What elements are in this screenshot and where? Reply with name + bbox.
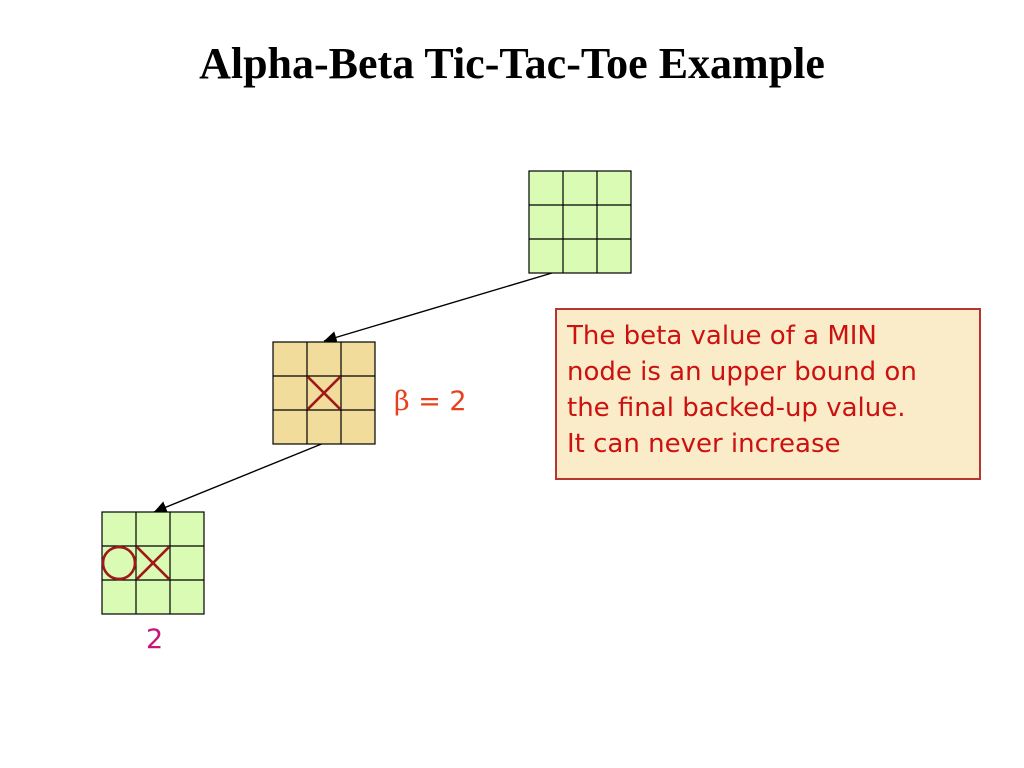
beta-symbol: β bbox=[394, 386, 410, 417]
x-mark-icon bbox=[307, 376, 341, 410]
leaf-value-label: 2 bbox=[146, 624, 164, 655]
note-line: The beta value of a MIN bbox=[567, 321, 877, 351]
edge-root-to-min-arrow bbox=[323, 272, 553, 344]
board-leaf bbox=[101, 511, 205, 615]
edge-min-to-leaf-arrow bbox=[153, 442, 325, 514]
note-line: the final backed-up value. bbox=[567, 393, 906, 423]
board-min-node bbox=[272, 341, 376, 445]
note-line: It can never increase bbox=[567, 429, 841, 459]
board-background bbox=[528, 170, 632, 274]
slide-title: Alpha-Beta Tic-Tac-Toe Example bbox=[199, 39, 825, 88]
explanation-note-box: The beta value of a MIN node is an upper… bbox=[555, 308, 981, 480]
x-mark-icon bbox=[136, 546, 170, 580]
beta-value-label: β = 2 bbox=[394, 386, 467, 417]
beta-value-text: = 2 bbox=[409, 386, 467, 417]
board-root bbox=[528, 170, 632, 274]
note-line: node is an upper bound on bbox=[567, 357, 917, 387]
o-mark-icon bbox=[101, 545, 137, 581]
